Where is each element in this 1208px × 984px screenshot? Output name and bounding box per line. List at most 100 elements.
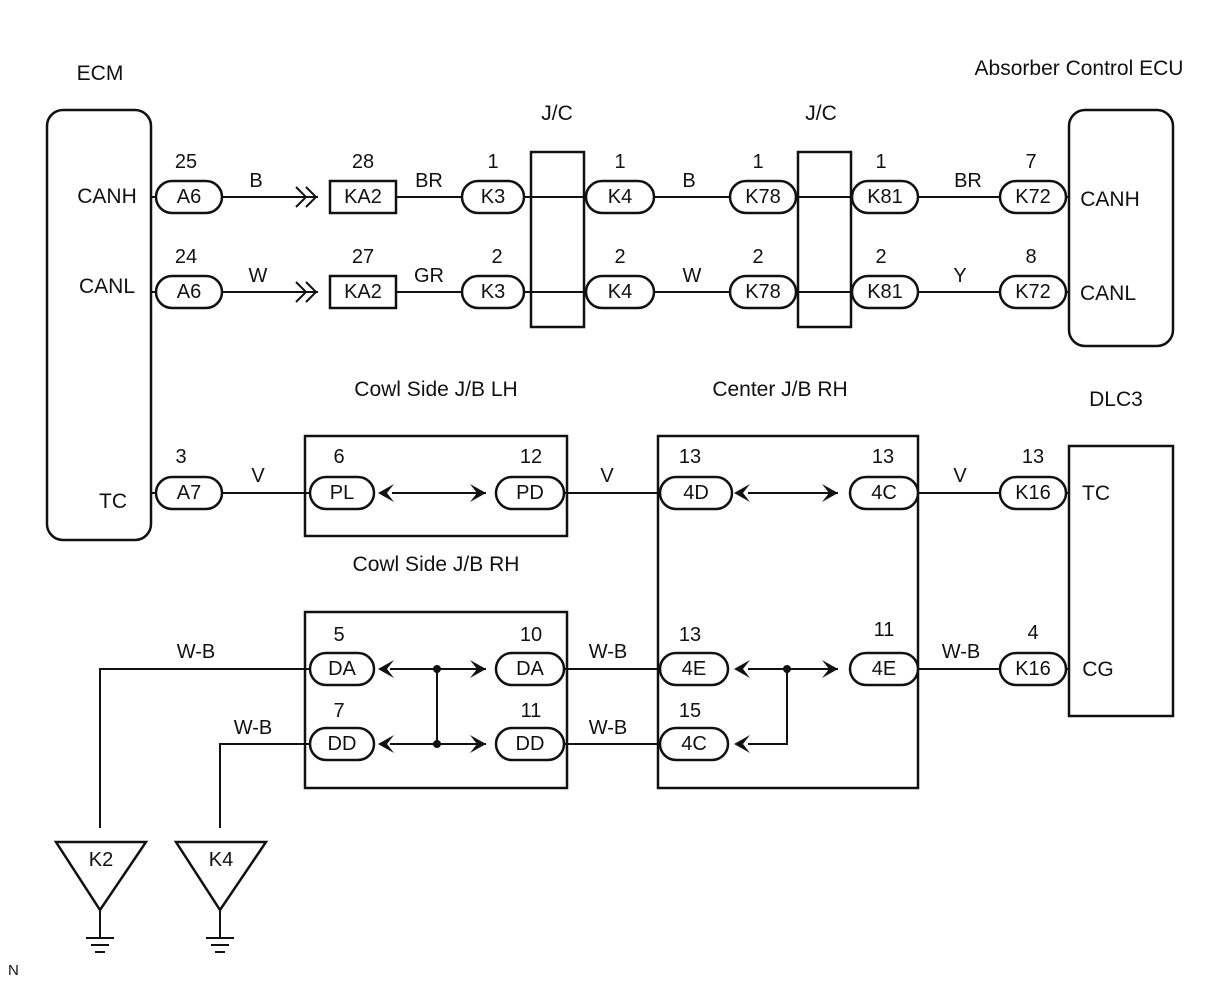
wire-color-label: W-B [234,717,273,739]
pin-number: 13 [1022,446,1044,468]
pin-number: 27 [352,246,374,268]
wire-color-label: BR [954,170,982,192]
connector-4e-right [848,651,920,687]
connector-k72-canl [998,274,1068,310]
connector-label: PL [330,482,354,504]
pin-number: 15 [679,700,701,722]
pin-number: 24 [175,246,197,268]
wire-color-label: W-B [177,641,216,663]
ecu-body [1067,108,1175,348]
ground-label: K4 [209,849,233,871]
connector-ka2-canh [328,179,398,215]
connector-a7 [154,475,224,511]
wire-color-label: W-B [589,641,628,663]
pin-number: 7 [333,700,344,722]
connector-pd [494,475,566,511]
connector-label: DD [328,733,357,755]
dlc3-tc-terminal: TC [1082,482,1110,505]
wire-color-label: B [682,170,695,192]
connector-da-left [308,651,376,687]
ecu-title: Absorber Control ECU [975,57,1184,80]
connector-label: K3 [481,186,505,208]
pin-number: 6 [333,446,344,468]
pin-number: 3 [175,446,186,468]
connector-label: K72 [1015,186,1051,208]
connector-ka2-canl [328,274,398,310]
pin-number: 2 [752,246,763,268]
jc2-title: J/C [805,102,837,125]
connector-k81-canh [850,179,920,215]
wire-color-label: V [953,465,967,487]
jc1-title: J/C [541,102,573,125]
pin-number: 13 [679,446,701,468]
connector-label: A7 [177,482,201,504]
dlc3-body [1067,444,1175,718]
connector-label: PD [516,482,544,504]
pin-number: 1 [875,151,886,173]
cowl-rh-title: Cowl Side J/B RH [353,553,520,576]
cowl-lh-title: Cowl Side J/B LH [354,378,517,401]
pin-number: 2 [875,246,886,268]
pin-number: 4 [1027,622,1038,644]
wire-color-label: V [251,465,265,487]
jc2-block [796,150,853,329]
connector-label: 4C [681,733,707,755]
connector-k16-tc [998,475,1068,511]
connector-k78-canl [728,274,798,310]
pin-number: 13 [872,446,894,468]
connector-a6-canl [154,274,224,310]
connector-dd-left [308,726,376,762]
center-jb-title: Center J/B RH [712,378,847,401]
connector-label: K78 [745,281,781,303]
connector-label: K16 [1015,658,1051,680]
pin-number: 25 [175,151,197,173]
connector-label: K78 [745,186,781,208]
connector-4d [658,475,734,511]
pin-number: 11 [874,619,895,641]
connector-label: K3 [481,281,505,303]
ecm-title: ECM [77,62,124,85]
connector-label: 4E [682,658,706,680]
jc1-block [529,150,586,329]
ground-point-k4: K4 [173,840,269,953]
connector-label: 4E [872,658,896,680]
corner-mark: N [8,962,19,979]
connector-label: K81 [867,186,903,208]
connector-label: 4D [683,482,709,504]
pin-number: 13 [679,624,701,646]
connector-4c-tc [848,475,920,511]
pin-number: 11 [521,700,542,722]
pin-number: 1 [487,151,498,173]
connector-k72-canh [998,179,1068,215]
canl-circuit [151,281,1069,303]
connector-k78-canh [728,179,798,215]
wire-color-label: BR [415,170,443,192]
connector-k3-canh [460,179,526,215]
ecm-canl-terminal: CANL [79,275,135,298]
ground-circuit [99,668,1069,828]
connector-k16-cg [998,651,1068,687]
connector-label: A6 [177,186,201,208]
wire-color-label: Y [953,265,966,287]
connector-label: DA [328,658,356,680]
connector-label: KA2 [344,281,382,303]
wire-color-label: V [600,465,614,487]
ecu-canh-terminal: CANH [1080,188,1140,211]
canh-circuit [151,186,1069,208]
pin-number: 2 [491,246,502,268]
connector-pl [308,475,376,511]
splice-dot [433,740,441,748]
connector-label: K72 [1015,281,1051,303]
wire-color-label: W-B [942,641,981,663]
ecm-body [45,108,153,542]
connector-label: 4C [871,482,897,504]
pin-number: 28 [352,151,374,173]
splice-dot [783,665,791,673]
wire-color-label: W-B [589,717,628,739]
connector-label: DD [516,733,545,755]
pin-number: 10 [520,624,542,646]
connector-da-right [494,651,566,687]
ground-label: K2 [89,849,113,871]
connector-4c-ground [658,726,730,762]
